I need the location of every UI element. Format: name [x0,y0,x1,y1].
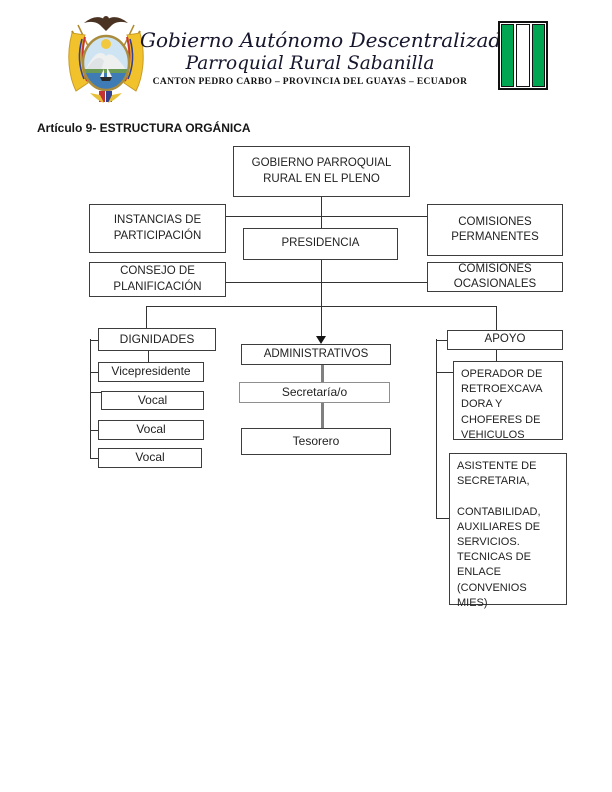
org-node-operador: OPERADOR DE RETROEXCAVA DORA Y CHOFERES … [453,361,563,441]
connector-line [495,350,497,362]
org-node-secretaria: Secretaría/o [239,382,390,403]
connector-line [436,339,448,341]
connector-line [226,215,427,217]
org-node-asistente: ASISTENTE DE SECRETARIA, CONTABILIDAD, A… [449,453,567,609]
org-node-gobierno-pleno: GOBIERNO PARROQUIAL RURAL EN EL PLENO [233,146,410,197]
org-node-dignidades: DIGNIDADES [98,328,216,351]
org-node-comisiones-permanentes: COMISIONES PERMANENTES [427,204,563,256]
connector-line [145,306,147,329]
connector-line [89,339,91,459]
parish-flag-icon [498,21,548,90]
org-node-vocal-3: Vocal [98,448,202,468]
connector-line [90,392,102,394]
connector-line [435,339,437,519]
connector-line [90,429,99,431]
connector-line [436,371,454,373]
connector-line [90,339,99,341]
org-node-presidencia: PRESIDENCIA [243,228,398,260]
org-node-apoyo: APOYO [447,330,563,350]
org-node-instancias-participacion: INSTANCIAS DE PARTICIPACIÓN [89,204,226,253]
arrow-down-icon [316,336,326,344]
org-node-vicepresidente: Vicepresidente [98,362,204,382]
connector-line [320,403,324,429]
connector-line [90,457,99,459]
flag-white-stripe [516,24,530,87]
article-heading: Artículo 9- ESTRUCTURA ORGÁNICA [37,121,251,135]
org-node-vocal-1: Vocal [101,391,204,410]
org-node-administrativos: ADMINISTRATIVOS [241,344,391,365]
connector-line [147,351,149,362]
header-titles: Gobierno Autónomo Descentralizado Parroq… [140,28,514,87]
connector-line [321,306,323,337]
flag-green-stripe [531,24,545,87]
header-subtitle: CANTON PEDRO CARBO – PROVINCIA DEL GUAYA… [152,77,468,87]
org-title-line2: Parroquial Rural Sabanilla [185,53,435,74]
org-node-vocal-2: Vocal [98,420,204,440]
coat-of-arms-icon [68,16,144,103]
connector-line [90,371,99,373]
org-node-comisiones-ocasionales: COMISIONES OCASIONALES [427,262,563,292]
connector-line [436,517,450,519]
connector-line [320,365,324,383]
org-node-tesorero: Tesorero [241,428,391,455]
org-title-line1: Gobierno Autónomo Descentralizado [140,28,514,52]
flag-green-stripe [501,24,515,87]
connector-line [226,281,427,283]
org-node-consejo-planificacion: CONSEJO DE PLANIFICACIÓN [89,262,226,297]
connector-line [495,306,497,331]
